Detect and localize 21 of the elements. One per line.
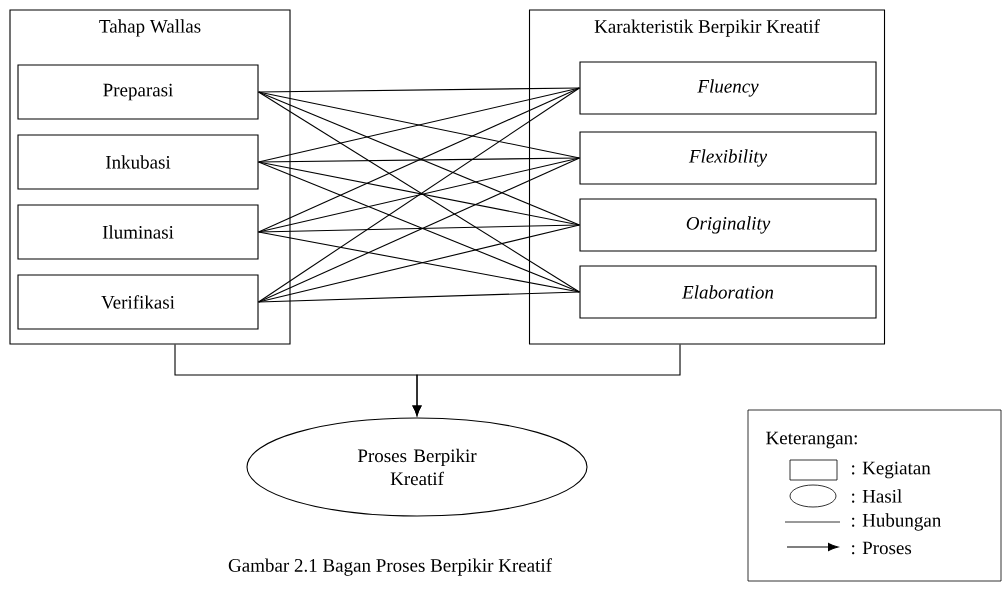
- legend-text: : Hubungan: [852, 513, 942, 531]
- legend-text: : Hasil: [852, 489, 902, 503]
- connector-line: [258, 291, 580, 303]
- legend-heading: Keterangan:: [766, 431, 857, 449]
- activity-box: Elaboration: [579, 265, 877, 319]
- connector-line: [258, 224, 580, 303]
- activity-box: Fluency: [579, 61, 877, 115]
- connector-line: [258, 157, 580, 163]
- legend-text: : Proses: [852, 541, 912, 555]
- connector-line: [258, 231, 580, 293]
- activity-box: Flexibility: [579, 131, 877, 185]
- activity-box: Iluminasi: [17, 204, 259, 260]
- activity-box: Inkubasi: [17, 134, 259, 190]
- connector-line: [258, 224, 580, 233]
- activity-box: Verifikasi: [17, 274, 259, 330]
- legend-text: : Kegiatan: [852, 461, 931, 479]
- connector-line: [258, 87, 580, 93]
- activity-box: Originality: [579, 198, 877, 252]
- merge-arrow: [412, 344, 681, 416]
- caption: Gambar 2.1 Bagan Proses Berpikir Kreatif: [228, 558, 552, 576]
- activity-box: Preparasi: [17, 64, 259, 120]
